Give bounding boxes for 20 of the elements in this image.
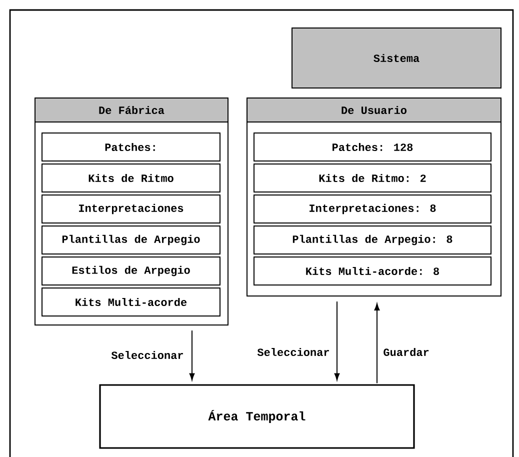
memory-item-box: Patches: [42, 132, 220, 162]
edge-label: Guardar [382, 346, 430, 358]
memory-item-box: Patches: 128 [254, 132, 492, 162]
memory-item-box: Plantillas de Arpegio [42, 226, 220, 254]
edge-label: Seleccionar [110, 350, 185, 360]
arrow [334, 301, 340, 380]
arrow [374, 303, 380, 384]
arrow [189, 330, 195, 380]
memory-item-box: Interpretaciones: 8 [254, 194, 492, 224]
edge-label: Seleccionar [256, 346, 331, 358]
temporary-area-box: Área Temporal [99, 384, 415, 449]
memory-item-box: Kits Multi-acorde: 8 [254, 256, 492, 286]
memory-item-box: Kits de Ritmo: 2 [254, 164, 492, 192]
memory-item-box: Interpretaciones [42, 194, 220, 224]
outer-frame [9, 9, 514, 457]
system-box: Sistema [292, 28, 502, 88]
memory-item-box: Kits de Ritmo [42, 164, 220, 192]
memory-item-box: Kits Multi-acorde [42, 288, 220, 316]
memory-item-box: Estilos de Arpegio [42, 256, 220, 286]
memory-item-box: Plantillas de Arpegio: 8 [254, 226, 492, 254]
